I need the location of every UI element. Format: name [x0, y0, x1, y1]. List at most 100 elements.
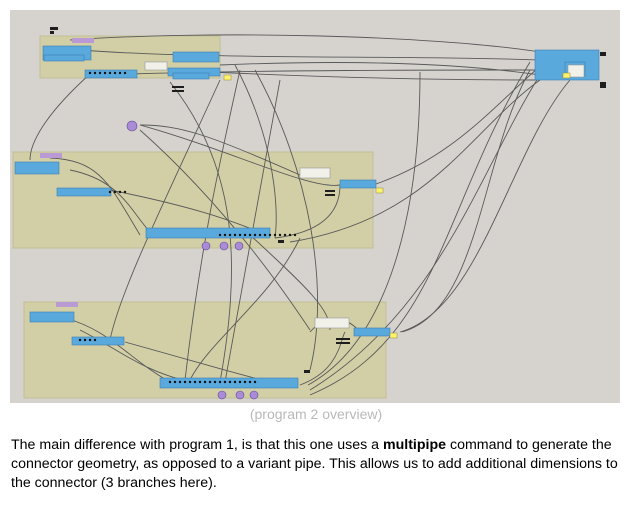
wire-14 — [234, 64, 277, 239]
port-row-1-port-3 — [98, 71, 102, 75]
param-dot-1 — [126, 120, 138, 132]
small-label-block-7 — [600, 86, 606, 88]
component-node-14 — [71, 336, 125, 346]
component-node-16 — [353, 327, 391, 337]
port-row-2-port-1 — [218, 233, 222, 237]
port-row-3-port-17 — [248, 380, 252, 384]
toggle-node-4 — [562, 72, 571, 79]
port-row-3-port-5 — [188, 380, 192, 384]
port-row-2-port-5 — [238, 233, 242, 237]
port-row-3-port-4 — [183, 380, 187, 384]
small-label-block-13 — [336, 342, 350, 344]
wire-13 — [369, 67, 539, 187]
slider-node-1 — [72, 38, 94, 43]
wire-8 — [49, 157, 141, 236]
component-node-10 — [56, 187, 112, 197]
port-row-4-port-3 — [118, 190, 122, 194]
param-dot-7 — [249, 390, 259, 400]
component-node-4 — [172, 51, 220, 63]
wire-29 — [169, 81, 232, 383]
small-label-block-10 — [325, 194, 335, 196]
port-row-2-port-14 — [283, 233, 287, 237]
toggle-node-2 — [375, 187, 384, 194]
component-node-13 — [29, 311, 75, 323]
paragraph-text-end: command to generate the connector geomet… — [11, 437, 618, 491]
wire-11 — [274, 184, 341, 239]
panel-node-1 — [144, 61, 168, 71]
port-row-2-port-10 — [263, 233, 267, 237]
wire-9 — [69, 169, 151, 233]
panel-node-2 — [299, 167, 331, 179]
port-row-3-port-7 — [198, 380, 202, 384]
port-row-1-port-4 — [103, 71, 107, 75]
figure-caption: (program 2 overview) — [249, 406, 383, 422]
port-row-3-port-16 — [243, 380, 247, 384]
small-label-block-6 — [600, 82, 606, 86]
port-row-3-port-11 — [218, 380, 222, 384]
port-row-3-port-8 — [203, 380, 207, 384]
port-row-2-port-3 — [228, 233, 232, 237]
port-row-2-port-7 — [248, 233, 252, 237]
port-row-1-port-6 — [113, 71, 117, 75]
port-row-4-port-4 — [123, 190, 127, 194]
port-row-2-port-16 — [293, 233, 297, 237]
port-row-3-port-1 — [168, 380, 172, 384]
port-row-3-port-6 — [193, 380, 197, 384]
multipipe-keyword: multipipe — [382, 437, 447, 453]
wire-12 — [289, 79, 541, 243]
small-label-block-11 — [304, 370, 310, 373]
port-row-3-port-14 — [233, 380, 237, 384]
port-row-4-port-1 — [108, 190, 112, 194]
port-row-2-port-9 — [258, 233, 262, 237]
port-row-2-port-11 — [268, 233, 272, 237]
port-row-3-port-3 — [178, 380, 182, 384]
port-row-3-port-9 — [208, 380, 212, 384]
slider-node-3 — [56, 302, 78, 307]
param-dot-5 — [217, 390, 227, 400]
wire-19 — [189, 237, 301, 381]
wire-23 — [299, 331, 346, 386]
param-dot-4 — [234, 241, 244, 251]
wire-1 — [69, 34, 541, 53]
wire-7 — [139, 124, 341, 186]
component-node-15 — [159, 377, 299, 389]
component-node-9 — [14, 161, 60, 175]
small-label-block-3 — [172, 86, 184, 88]
description-paragraph: The main difference with program 1, is t… — [11, 436, 623, 493]
port-row-1-port-1 — [88, 71, 92, 75]
node-graph — [10, 10, 620, 403]
wire-31 — [29, 73, 91, 161]
wire-2 — [79, 49, 541, 61]
port-row-2-port-15 — [288, 233, 292, 237]
toggle-node-1 — [223, 74, 232, 81]
port-row-2-port-8 — [253, 233, 257, 237]
wire-4 — [219, 62, 541, 76]
component-node-12 — [339, 179, 377, 189]
small-label-block-4 — [172, 90, 184, 92]
wire-18 — [224, 79, 281, 383]
slider-node-2 — [40, 153, 62, 158]
port-row-2-port-6 — [243, 233, 247, 237]
small-label-block-9 — [325, 190, 335, 192]
wire-20 — [64, 317, 171, 383]
grasshopper-canvas[interactable] — [10, 10, 620, 403]
toggle-node-3 — [389, 332, 398, 339]
port-row-5-port-1 — [78, 338, 82, 342]
param-dot-6 — [235, 390, 245, 400]
port-row-3-port-15 — [238, 380, 242, 384]
port-row-3-port-12 — [223, 380, 227, 384]
component-node-3 — [84, 69, 138, 79]
port-row-3-port-10 — [213, 380, 217, 384]
component-node-11 — [145, 227, 271, 239]
param-dot-3 — [219, 241, 229, 251]
port-row-2-port-12 — [273, 233, 277, 237]
small-label-block-12 — [336, 338, 350, 340]
wire-28 — [307, 71, 421, 386]
small-label-block-5 — [600, 52, 606, 56]
port-row-3-port-18 — [253, 380, 257, 384]
port-row-3-port-2 — [173, 380, 177, 384]
panel-node-4 — [567, 64, 585, 78]
wire-27 — [309, 61, 531, 396]
port-row-2-port-13 — [278, 233, 282, 237]
wire-24 — [309, 74, 541, 391]
